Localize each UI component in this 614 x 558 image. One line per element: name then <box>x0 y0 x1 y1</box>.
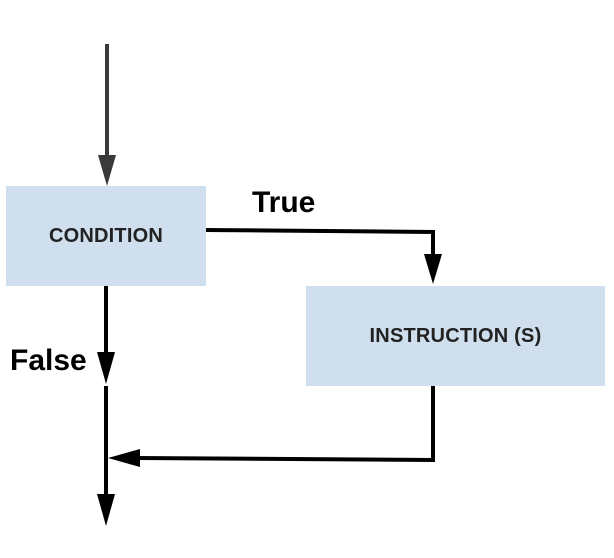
true-branch-label: True <box>252 186 316 219</box>
condition-node: CONDITION <box>6 186 206 286</box>
condition-node-label: CONDITION <box>48 224 164 247</box>
instruction-node-label: INSTRUCTION (S) <box>369 324 542 347</box>
true-branch-arrowhead <box>424 254 442 284</box>
entry-arrowhead <box>98 155 116 186</box>
false-branch-label: False <box>10 344 87 377</box>
false-branch-arrowhead <box>97 352 115 384</box>
true-branch-line <box>205 228 435 258</box>
return-arrowhead <box>108 449 140 467</box>
return-line <box>135 386 435 463</box>
instruction-node: INSTRUCTION (S) <box>306 286 605 386</box>
exit-arrowhead <box>97 494 115 526</box>
